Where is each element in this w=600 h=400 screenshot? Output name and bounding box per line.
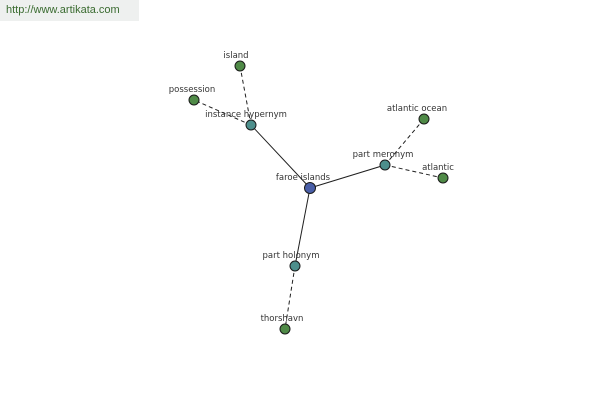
- graph-labels: faroe islands instance hypernym part meron…: [169, 51, 455, 324]
- graph-nodes: [188, 60, 449, 335]
- node-label-instance: instance hypernym: [205, 110, 287, 120]
- graph-edges: [193, 65, 444, 330]
- node-label-partmer: part meronym: [353, 150, 414, 160]
- node-faroe[interactable]: [304, 182, 316, 194]
- node-island[interactable]: [234, 60, 246, 72]
- node-possession[interactable]: [188, 94, 200, 106]
- edge-faroe-partmer: [309, 164, 386, 189]
- node-label-atlantic: atlantic: [422, 163, 454, 173]
- edge-faroe-partholo: [294, 187, 311, 267]
- node-label-atlantic-ocean: atlantic ocean: [387, 104, 447, 114]
- node-atlantic-ocean[interactable]: [418, 113, 430, 125]
- source-url-banner[interactable]: http://www.artikata.com: [0, 0, 139, 21]
- node-partmer[interactable]: [379, 159, 391, 171]
- edge-partholo-thorshavn: [284, 265, 296, 330]
- node-label-faroe: faroe islands: [276, 173, 331, 183]
- node-label-partholo: part holonym: [263, 251, 320, 261]
- node-partholo[interactable]: [289, 260, 301, 272]
- node-label-possession: possession: [169, 85, 216, 95]
- node-label-thorshavn: thorshavn: [261, 314, 304, 324]
- node-thorshavn[interactable]: [279, 323, 291, 335]
- node-atlantic[interactable]: [437, 172, 449, 184]
- edge-partmer-atlantic_ocean: [384, 118, 425, 166]
- edge-partmer-atlantic: [384, 164, 444, 179]
- edge-faroe-instance: [250, 124, 311, 189]
- edge-instance-possession: [193, 99, 252, 126]
- node-instance[interactable]: [245, 119, 257, 131]
- node-label-island: island: [223, 51, 248, 61]
- edge-instance-island: [239, 65, 252, 126]
